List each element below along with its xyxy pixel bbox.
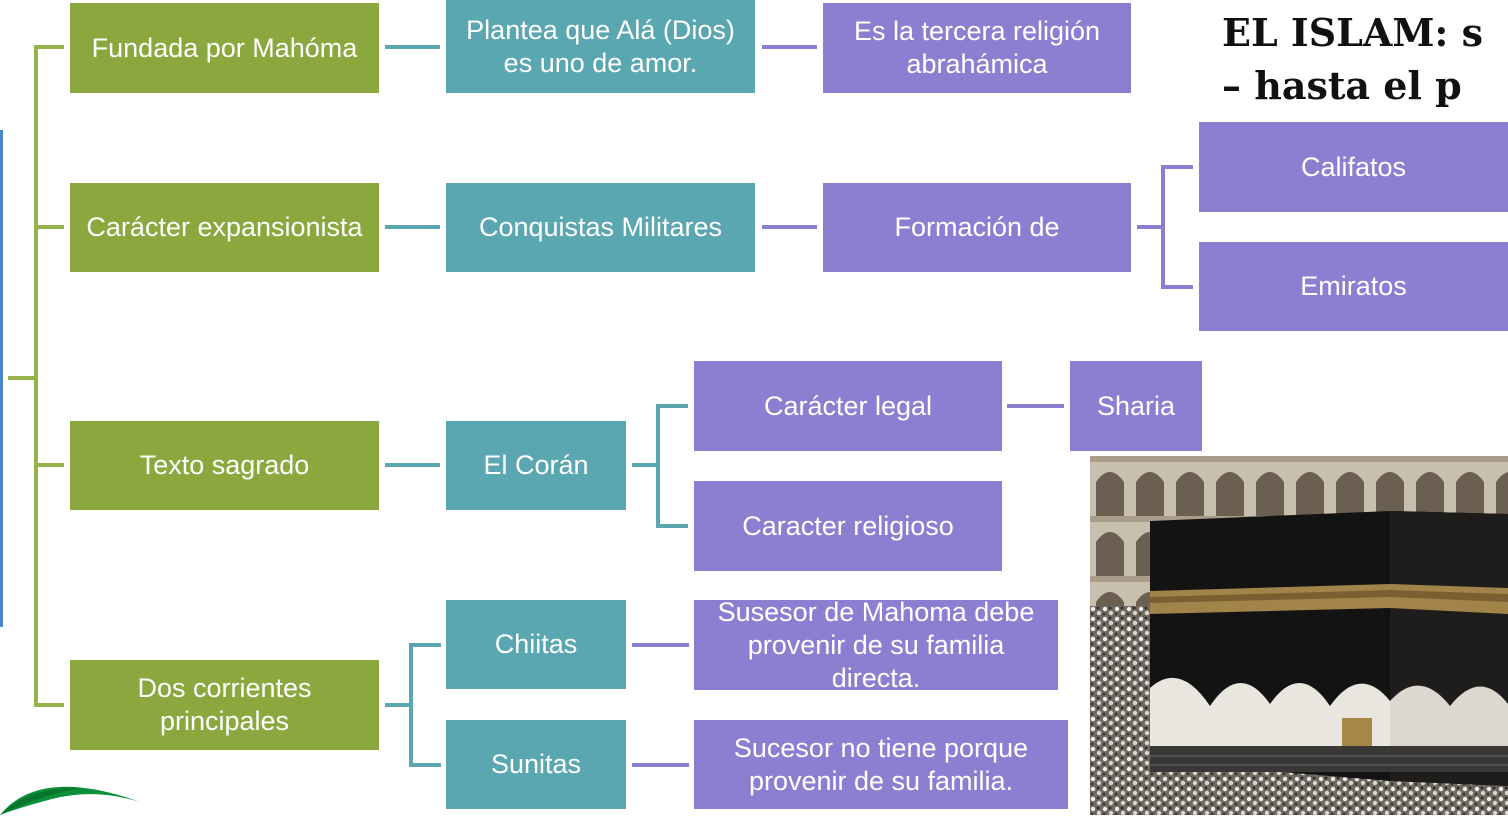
node-sharia: Sharia — [1070, 361, 1202, 451]
node-califatos: Califatos — [1199, 122, 1508, 212]
node-fundada: Fundada por Mahóma — [70, 3, 379, 93]
node-formacion: Formación de — [823, 183, 1131, 272]
node-tercera: Es la tercera religión abrahámica — [823, 3, 1131, 93]
node-plantea: Plantea que Alá (Dios) es uno de amor. — [446, 0, 755, 93]
node-sucesor: Sucesor no tiene porque provenir de su f… — [694, 720, 1068, 809]
node-chiitas: Chiitas — [446, 600, 626, 689]
node-caracter-religioso: Caracter religioso — [694, 481, 1002, 571]
node-caracter-expansionista: Carácter expansionista — [70, 183, 379, 272]
node-susesor: Susesor de Mahoma debe provenir de su fa… — [694, 600, 1058, 690]
title-line-1: EL ISLAM: s — [1222, 10, 1484, 55]
node-conquistas: Conquistas Militares — [446, 183, 755, 272]
node-coran: El Corán — [446, 421, 626, 510]
kaaba-photo — [1090, 456, 1508, 815]
node-sunitas: Sunitas — [446, 720, 626, 809]
node-caracter-legal: Carácter legal — [694, 361, 1002, 451]
green-swoosh-logo — [0, 752, 140, 815]
node-emiratos: Emiratos — [1199, 242, 1508, 331]
page-title: EL ISLAM: s – hasta el p — [1222, 6, 1508, 112]
node-texto-sagrado: Texto sagrado — [70, 421, 379, 510]
title-line-2: – hasta el p — [1222, 63, 1462, 108]
node-dos-corrientes: Dos corrientes principales — [70, 660, 379, 750]
left-frame-border — [0, 130, 3, 627]
